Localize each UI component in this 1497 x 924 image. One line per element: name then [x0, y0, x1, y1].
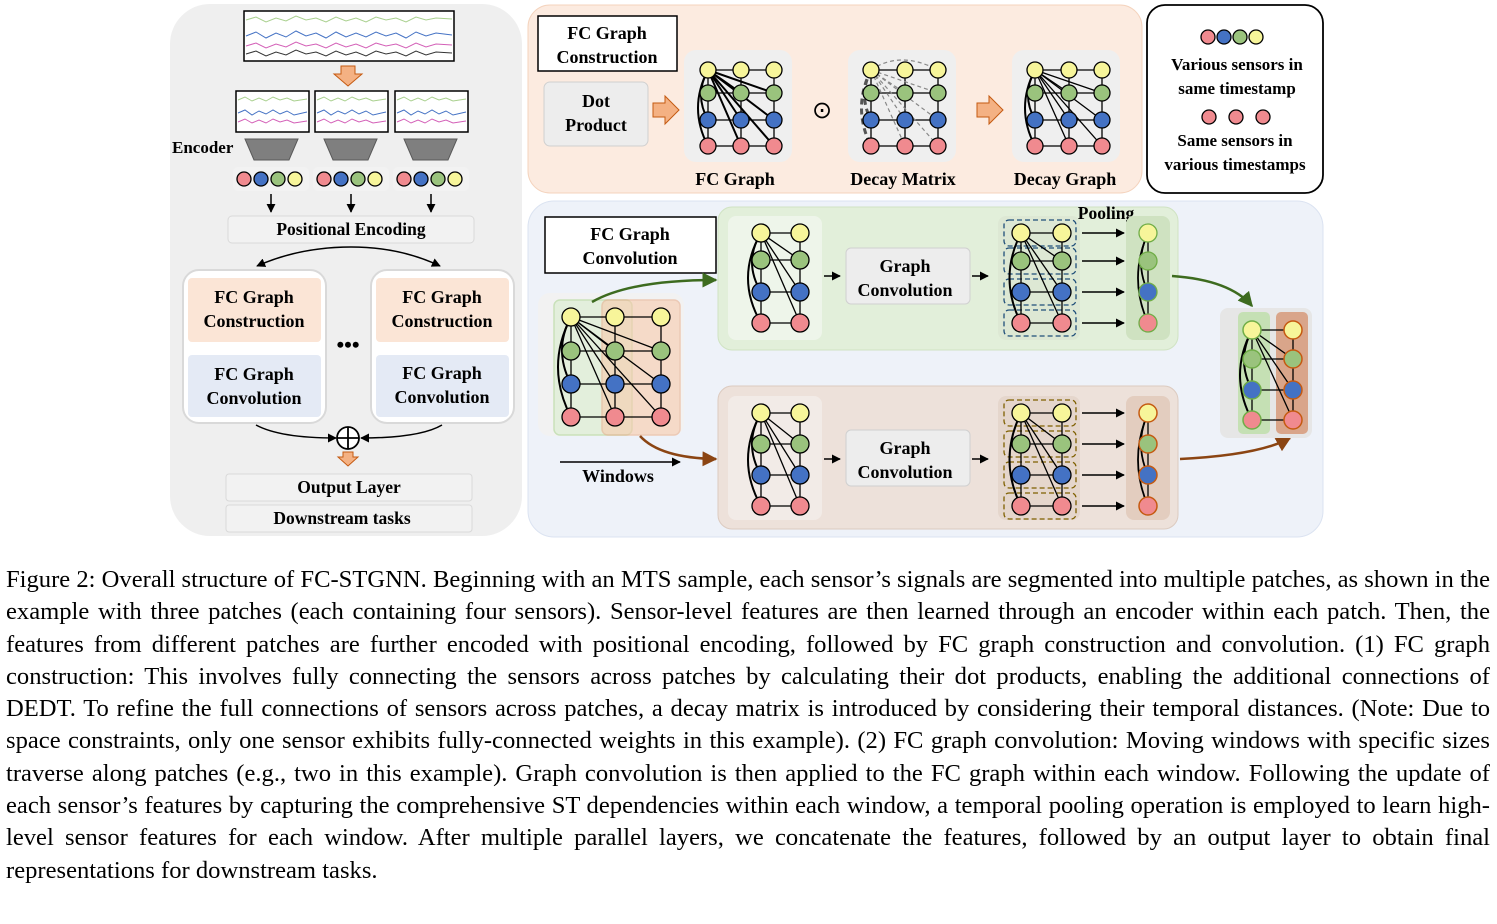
merge-arrow-right [360, 424, 443, 443]
figure-caption: Figure 2: Overall structure of FC-STGNN.… [6, 566, 1490, 884]
architecture-figure: Encoder Positional Encoding FC Graph Con… [170, 4, 1324, 538]
positional-encoding-label: Positional Encoding [276, 219, 426, 239]
down-arrow-icon [332, 65, 364, 87]
output-layer-label: Output Layer [297, 477, 401, 497]
bottom-window-graph [728, 396, 822, 520]
encoder-label: Encoder [172, 138, 234, 157]
legend-same-line2: various timestamps [1164, 155, 1306, 174]
convolution-title-box [544, 216, 717, 274]
block1-convolution-line2: Convolution [206, 388, 301, 408]
downstream-tasks-box [225, 504, 473, 533]
decay-graph-label: Decay Graph [1014, 169, 1117, 189]
fc-block-1: FC Graph Construction FC Graph Convoluti… [182, 269, 327, 424]
branch-arrow-right [350, 246, 441, 267]
top-graph-conv-line1: Graph [879, 256, 930, 276]
top-pooled-graph [1126, 216, 1170, 340]
block2-construction-line2: Construction [391, 311, 492, 331]
legend-various-line1: Various sensors in [1171, 55, 1303, 74]
output-layer-box [225, 473, 473, 502]
windowed-input-graph [538, 293, 684, 436]
encoder-trapezoids [244, 138, 458, 161]
odot-icon: ⊙ [812, 98, 832, 124]
dot-product-box [543, 81, 649, 147]
right-arrow-icon [652, 94, 680, 126]
dot-product-line2: Product [565, 115, 627, 135]
legend-various-circles [1200, 29, 1264, 45]
construction-title-line2: Construction [556, 47, 657, 67]
small-down-arrows [266, 194, 436, 213]
fc-graph-label: FC Graph [695, 169, 775, 189]
block1-construction-line1: FC Graph [214, 287, 294, 307]
bottom-graph-conv-line2: Convolution [857, 462, 952, 482]
top-graph-conv-box [845, 247, 971, 305]
brown-concat-arrow [1179, 436, 1292, 461]
block2-convolution-line2: Convolution [394, 387, 489, 407]
brown-window-arrow [639, 435, 718, 467]
patch-charts [235, 90, 469, 133]
top-window-graph [728, 216, 822, 340]
block2-convolution-line1: FC Graph [402, 363, 482, 383]
branch-arrow-left [256, 246, 352, 267]
down-arrow-small-icon [336, 451, 360, 467]
legend-same-circles [1201, 109, 1271, 125]
bottom-graph-conv-box [845, 429, 971, 487]
merge-arrow-left [255, 424, 337, 443]
block1-construction-line2: Construction [203, 311, 304, 331]
sensor-feature-groups [233, 167, 469, 191]
top-pooling-arrows [1082, 228, 1125, 328]
bottom-updated-graph [998, 396, 1080, 520]
legend-box [1146, 4, 1324, 194]
bottom-pooling-arrows [1082, 408, 1125, 511]
dot-product-line1: Dot [582, 91, 610, 111]
bottom-graph-conv-line1: Graph [879, 438, 930, 458]
right-arrow-icon-2 [976, 94, 1004, 126]
decay-graph [1012, 50, 1120, 162]
mts-signal-chart [243, 10, 455, 62]
windows-label: Windows [582, 466, 654, 486]
construction-title-box [537, 15, 678, 72]
legend-same-line1: Same sensors in [1177, 131, 1293, 150]
bottom-pooled-graph [1126, 396, 1170, 520]
pooling-label: Pooling [1078, 203, 1135, 223]
fc-block-2: FC Graph Construction FC Graph Convoluti… [370, 269, 515, 424]
decay-matrix-graph [848, 50, 956, 162]
fc-graph [684, 50, 792, 162]
block2-construction-line1: FC Graph [402, 287, 482, 307]
decay-matrix-label: Decay Matrix [850, 169, 955, 189]
green-concat-arrow [1171, 274, 1253, 308]
top-updated-graph [998, 216, 1080, 340]
concatenated-graph [1220, 308, 1312, 438]
construction-panel-bg [527, 4, 1143, 194]
positional-encoding-box [227, 215, 475, 244]
downstream-tasks-label: Downstream tasks [273, 508, 410, 528]
oplus-icon [336, 426, 360, 450]
top-graph-conv-line2: Convolution [857, 280, 952, 300]
block1-convolution-line1: FC Graph [214, 364, 294, 384]
green-window-arrow [591, 272, 718, 304]
convolution-title-line1: FC Graph [590, 224, 670, 244]
construction-title-line1: FC Graph [567, 23, 647, 43]
legend-various-line2: same timestamp [1178, 79, 1296, 98]
convolution-title-line2: Convolution [582, 248, 677, 268]
ellipsis: ••• [336, 332, 359, 357]
